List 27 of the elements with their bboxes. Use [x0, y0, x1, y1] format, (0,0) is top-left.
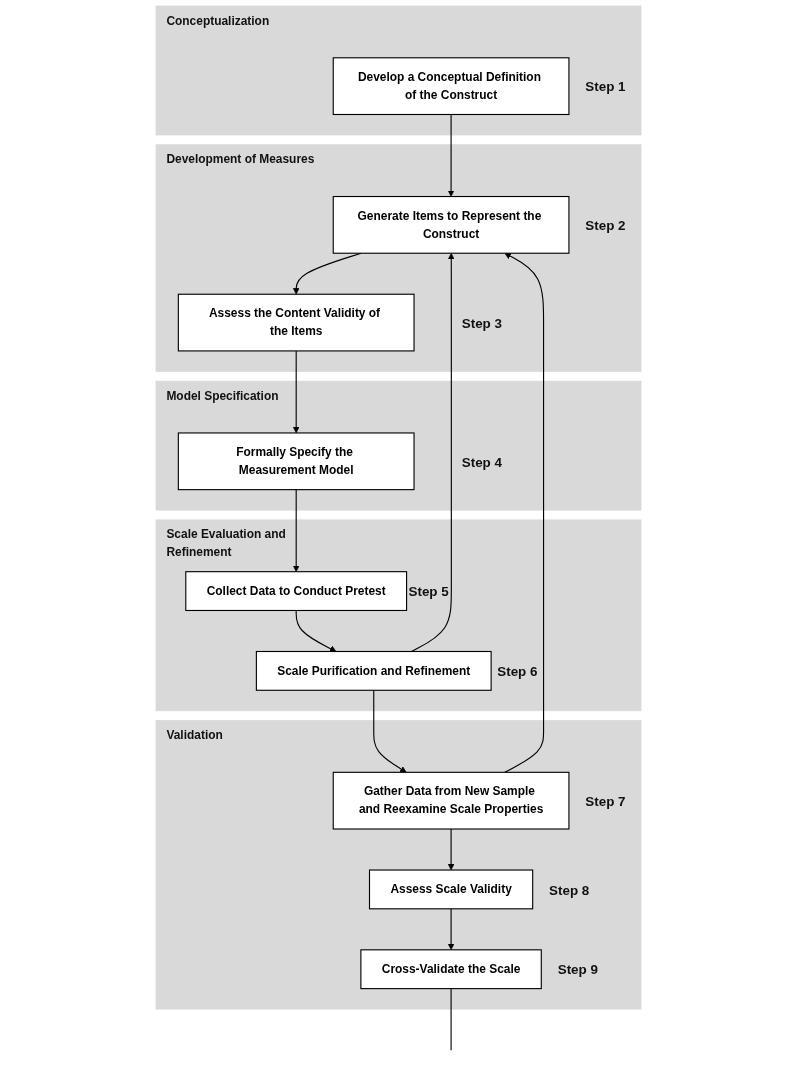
- process-box: Develop a Conceptual Definition of the Construct: [332, 57, 570, 116]
- process-box: Gather Data from New Sample and Reexamine Scale Properties: [332, 771, 570, 830]
- process-box: Formally Specify the Measurement Model: [177, 432, 415, 491]
- arrow: [447, 908, 455, 951]
- process-box: Assess the Content Validity of the Items: [177, 293, 415, 352]
- step-label: Step 3: [461, 315, 502, 331]
- step-label: Step 4: [461, 454, 502, 470]
- step-label: Step 2: [585, 218, 626, 234]
- process-box: Cross-Validate the Scale: [360, 949, 542, 990]
- arrow: [447, 113, 455, 197]
- step-label: Step 9: [557, 962, 598, 978]
- arrow: [292, 350, 300, 434]
- arrow: [410, 252, 455, 653]
- arrow: [373, 689, 407, 773]
- step-label: Step 1: [585, 79, 626, 95]
- process-box: Scale Purification and Refinement: [255, 650, 492, 691]
- arrow: [295, 609, 337, 652]
- step-label: Step 6: [497, 664, 538, 680]
- step-label: Step 8: [549, 882, 590, 898]
- process-box: Generate Items to Represent the Construct: [332, 195, 570, 254]
- arrow: [504, 252, 545, 773]
- arrow: [292, 489, 300, 572]
- step-label: Step 5: [408, 584, 449, 600]
- process-box: Assess Scale Validity: [368, 869, 534, 910]
- step-label: Step 7: [585, 793, 626, 809]
- process-box: Collect Data to Conduct Pretest: [185, 571, 408, 612]
- arrow: [447, 828, 455, 871]
